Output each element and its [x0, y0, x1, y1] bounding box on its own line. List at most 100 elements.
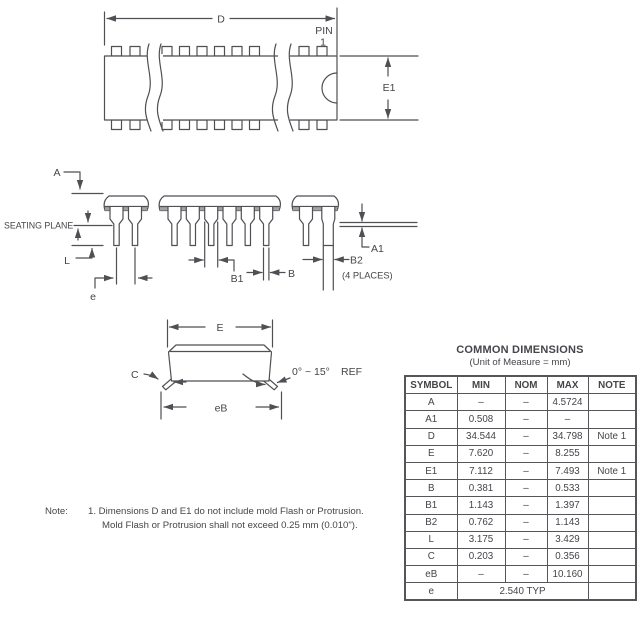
table-row: D 34.544 – 34.798 Note 1: [404, 427, 637, 446]
note-line-2: Mold Flash or Protrusion shall not excee…: [102, 519, 358, 531]
b1-label: B1: [231, 273, 244, 285]
dimension-e: e: [90, 247, 153, 303]
b2-label: B2: [350, 255, 363, 267]
min-cell: 7.620: [456, 444, 506, 463]
top-view-pins-top: [110, 45, 328, 57]
break-line: [271, 43, 279, 132]
b2-places-label: (4 PLACES): [342, 271, 393, 281]
table-row: B 0.381 – 0.533: [404, 479, 637, 498]
dimensions-table: SYMBOL MIN NOM MAX NOTE A – – 4.5724 A1 …: [404, 375, 637, 602]
note-cell: [587, 410, 637, 429]
nom-cell: –: [504, 479, 548, 498]
dimension-eB: eB: [160, 391, 283, 420]
symbol-cell: E1: [404, 461, 458, 481]
break-line: [144, 43, 152, 132]
note-cell: Note 1: [587, 461, 637, 481]
note-cell: Note 1: [587, 427, 637, 446]
table-row: B1 1.143 – 1.397: [404, 496, 637, 515]
ref-label: REF: [341, 366, 362, 378]
header-max: MAX: [546, 375, 589, 395]
top-view: D PIN 1 E1: [103, 7, 419, 132]
eb-label: eB: [215, 403, 228, 415]
max-cell: –: [546, 410, 589, 429]
pin-number: 1: [320, 37, 326, 49]
note-cell: [587, 530, 637, 549]
max-cell: 0.533: [546, 479, 589, 498]
max-cell: 10.160: [546, 565, 589, 584]
dimension-L: L: [64, 244, 104, 267]
nom-cell: –: [504, 530, 548, 549]
symbol-cell: B: [404, 479, 458, 498]
min-cell: 0.508: [456, 410, 506, 429]
max-cell: 1.397: [546, 496, 589, 515]
d-label: D: [217, 14, 225, 26]
side-view-body: [103, 195, 340, 212]
table-subtitle: (Unit of Measure = mm): [469, 357, 571, 368]
header-min: MIN: [456, 375, 506, 395]
side-view-pins: [109, 207, 336, 247]
nom-cell: –: [504, 513, 548, 532]
table-row: A – – 4.5724: [404, 393, 637, 412]
table-row-typ: e 2.540 TYP: [404, 582, 637, 601]
dimension-E: E: [166, 319, 274, 348]
note-cell: [587, 479, 637, 498]
max-cell: 7.493: [546, 461, 589, 481]
table-row: eB – – 10.160: [404, 565, 637, 584]
pin1-notch: [321, 72, 338, 104]
l-label: L: [64, 255, 70, 267]
break-gap: [278, 54, 290, 122]
min-cell: 0.762: [456, 513, 506, 532]
max-cell: 8.255: [546, 444, 589, 463]
note-cell: [587, 547, 637, 567]
max-cell: 34.798: [546, 427, 589, 446]
end-view-body: [167, 344, 273, 382]
dimension-B2: B2 (4 PLACES): [302, 245, 393, 291]
break-line: [156, 43, 164, 132]
table-title: COMMON DIMENSIONS: [456, 344, 584, 356]
min-cell: 7.112: [456, 461, 506, 481]
min-cell: –: [456, 565, 506, 584]
max-cell: 3.429: [546, 530, 589, 549]
dimension-D: D: [103, 7, 338, 56]
e1-label: E1: [383, 82, 396, 94]
min-cell: –: [456, 393, 506, 412]
nom-cell: –: [504, 393, 548, 412]
header-nom: NOM: [504, 375, 548, 395]
dimension-A: A: [53, 167, 104, 195]
table-row: C 0.203 – 0.356: [404, 547, 637, 567]
note-cell: [587, 582, 637, 601]
min-cell: 1.143: [456, 496, 506, 515]
note-cell: [587, 393, 637, 412]
nom-cell: –: [504, 565, 548, 584]
note-cell: [587, 496, 637, 515]
table-row: L 3.175 – 3.429: [404, 530, 637, 549]
max-cell: 0.356: [546, 547, 589, 567]
table-row: E 7.620 – 8.255: [404, 444, 637, 463]
symbol-cell: L: [404, 530, 458, 549]
angle-label: 0° ~ 15°: [292, 366, 330, 378]
a1-label: A1: [371, 243, 384, 255]
e-label: e: [90, 291, 96, 303]
min-cell: 3.175: [456, 530, 506, 549]
nom-cell: –: [504, 444, 548, 463]
table-row: B2 0.762 – 1.143: [404, 513, 637, 532]
min-cell: 0.203: [456, 547, 506, 567]
e-width-label: E: [216, 322, 223, 334]
nom-cell: –: [504, 461, 548, 481]
package-body-top-view: [103, 55, 338, 121]
typ-value-cell: 2.540 TYP: [456, 582, 589, 601]
nom-cell: –: [504, 427, 548, 446]
symbol-cell: B1: [404, 496, 458, 515]
break-gap: [147, 54, 163, 122]
table-row: E1 7.112 – 7.493 Note 1: [404, 461, 637, 481]
seating-plane-label: SEATING PLANE: [4, 221, 73, 231]
dimension-E1: E1: [339, 55, 419, 121]
max-cell: 1.143: [546, 513, 589, 532]
symbol-cell: D: [404, 427, 458, 446]
table-row: A1 0.508 – –: [404, 410, 637, 429]
dimension-B: B: [246, 247, 295, 281]
min-cell: 0.381: [456, 479, 506, 498]
note-label: Note:: [45, 506, 68, 517]
